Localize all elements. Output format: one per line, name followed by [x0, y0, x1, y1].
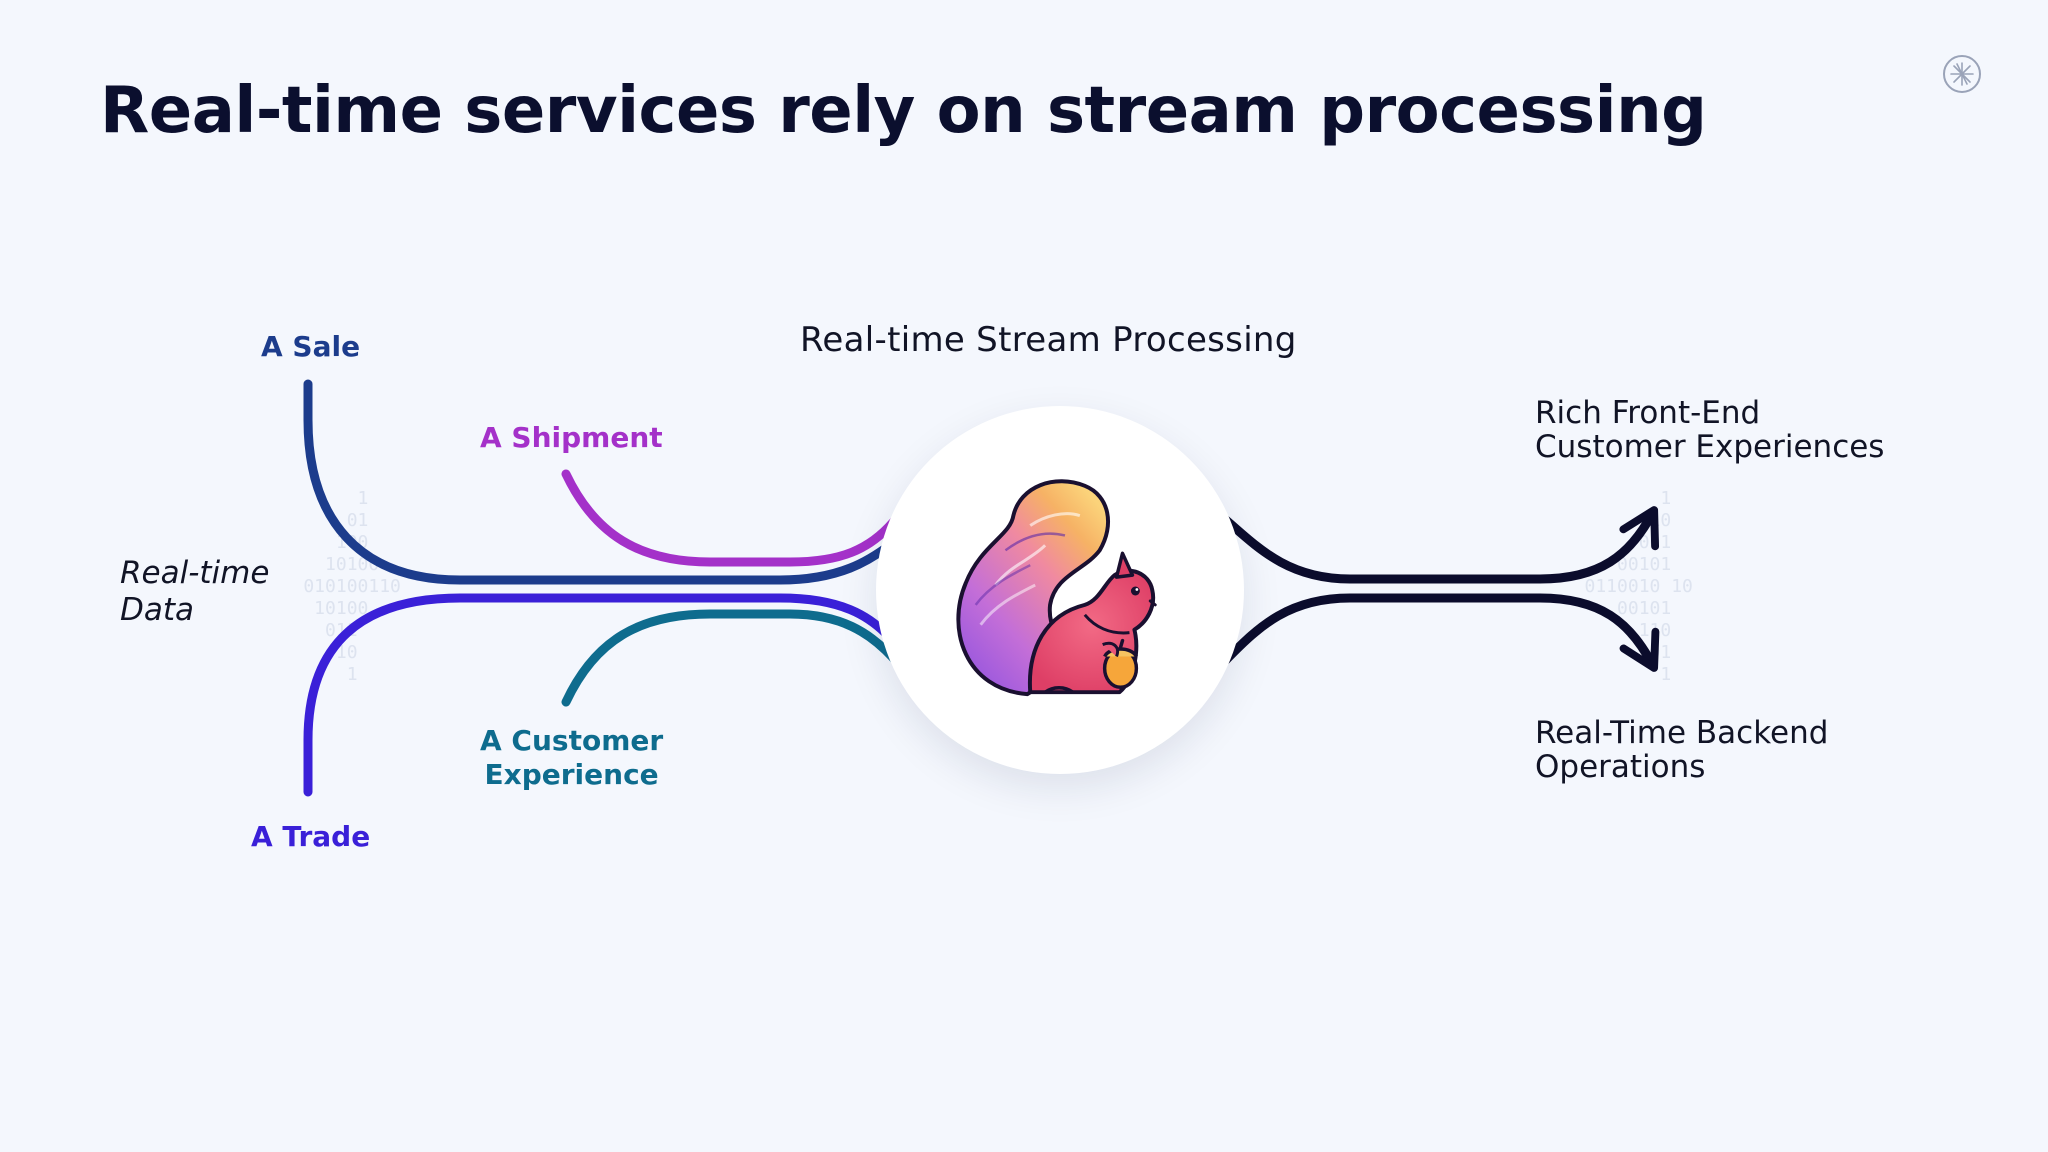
- input-label-shipment: A Shipment: [480, 421, 663, 454]
- output-label-frontend: Rich Front-End Customer Experiences: [1535, 396, 1884, 464]
- output-label-backend: Real-Time Backend Operations: [1535, 716, 1828, 784]
- real-time-data-label-line2: Data: [120, 592, 195, 628]
- input-label-sale: A Sale: [261, 330, 361, 363]
- flow-line-customer: [561, 609, 900, 707]
- flow-line-backend: [1221, 593, 1660, 672]
- binary-stream-right: 1 10 001 00101 0110010 10 00101 110 01 1: [1584, 488, 1693, 685]
- slide-title: Real-time services rely on stream proces…: [100, 74, 1707, 148]
- stream-processor-circle: [876, 406, 1244, 774]
- output-label-frontend-line2: Customer Experiences: [1535, 429, 1885, 465]
- real-time-data-label-line1: Real-time: [120, 555, 270, 591]
- real-time-data-label: Real-time Data: [120, 555, 269, 629]
- flink-squirrel-icon: [956, 479, 1157, 697]
- input-label-customer-line2: Experience: [484, 758, 659, 791]
- flow-line-frontend: [1221, 506, 1660, 584]
- output-label-backend-line2: Operations: [1535, 749, 1706, 785]
- stream-processing-label: Real-time Stream Processing: [800, 320, 1297, 360]
- input-label-customer: A Customer Experience: [480, 724, 663, 792]
- input-label-trade: A Trade: [251, 820, 371, 853]
- brand-logo-icon: [1943, 55, 1981, 93]
- output-label-frontend-line1: Rich Front-End: [1535, 395, 1761, 431]
- output-label-backend-line1: Real-Time Backend: [1535, 715, 1829, 751]
- flow-line-trade: [303, 593, 897, 797]
- flow-line-sale: [303, 379, 895, 585]
- flow-line-shipment: [561, 469, 900, 567]
- input-label-customer-line1: A Customer: [480, 724, 664, 757]
